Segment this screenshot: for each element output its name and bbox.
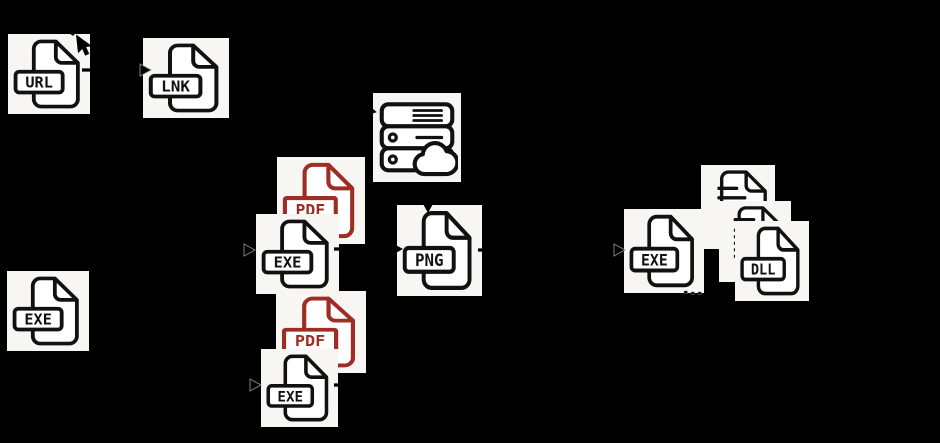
file-label-box — [13, 69, 65, 95]
file-fold — [326, 298, 353, 323]
file-fold — [53, 41, 78, 65]
cursor-tick-right — [80, 25, 86, 31]
server-led — [387, 154, 398, 165]
icon-stego-png: PNG — [397, 205, 482, 296]
file-label: PNG — [415, 251, 444, 271]
cloud-icon — [412, 141, 458, 177]
cursor-pointer — [76, 34, 93, 56]
file-label-box — [266, 384, 315, 408]
icon-dropper-exe: EXE — [256, 214, 339, 294]
file-label: PDF — [295, 332, 325, 350]
icon-dropped-exe: EXE — [261, 349, 338, 427]
file-fold — [52, 278, 77, 302]
icon-c2-server — [373, 93, 461, 182]
file-label-box — [12, 306, 64, 332]
server-led — [387, 132, 398, 143]
file-label-box — [629, 246, 680, 273]
file-label: EXE — [641, 251, 668, 269]
file-label-box — [148, 73, 203, 99]
file-label-box — [261, 249, 314, 275]
file-label: URL — [25, 74, 52, 92]
doc-fold — [744, 172, 766, 193]
arrow-lnk-to-dropper-exe — [184, 122, 244, 252]
icon-url-file: URL — [8, 34, 90, 114]
icon-archive-exe: EXE — [7, 271, 89, 351]
file-fold — [191, 45, 217, 69]
file-label-box — [402, 245, 456, 274]
file-label: DLL — [751, 262, 776, 279]
file-label: EXE — [274, 254, 302, 272]
file-fold — [668, 216, 693, 242]
icon-payload-dll: DLL — [735, 221, 809, 301]
icon-payload-exe: EXE — [624, 209, 704, 293]
click-cursor-icon — [68, 25, 93, 56]
arrowhead-archive-exe-to-dropped-exe — [249, 378, 262, 392]
file-fold — [444, 213, 470, 240]
arrow-lnk-to-server — [231, 82, 367, 112]
file-label: LNK — [161, 78, 191, 95]
icon-lnk-file: LNK — [143, 38, 229, 118]
file-label-box — [740, 256, 786, 282]
file-fold — [302, 221, 327, 245]
file-fold — [304, 356, 327, 379]
file-fold — [776, 228, 798, 252]
file-fold — [326, 164, 353, 191]
file-label: EXE — [277, 389, 303, 405]
arrowhead-dropped-exe-outbound — [362, 379, 373, 391]
arrowhead-lnk-to-dropper-exe — [243, 243, 256, 257]
file-label: EXE — [24, 311, 51, 329]
cursor-tick-left — [68, 30, 75, 36]
